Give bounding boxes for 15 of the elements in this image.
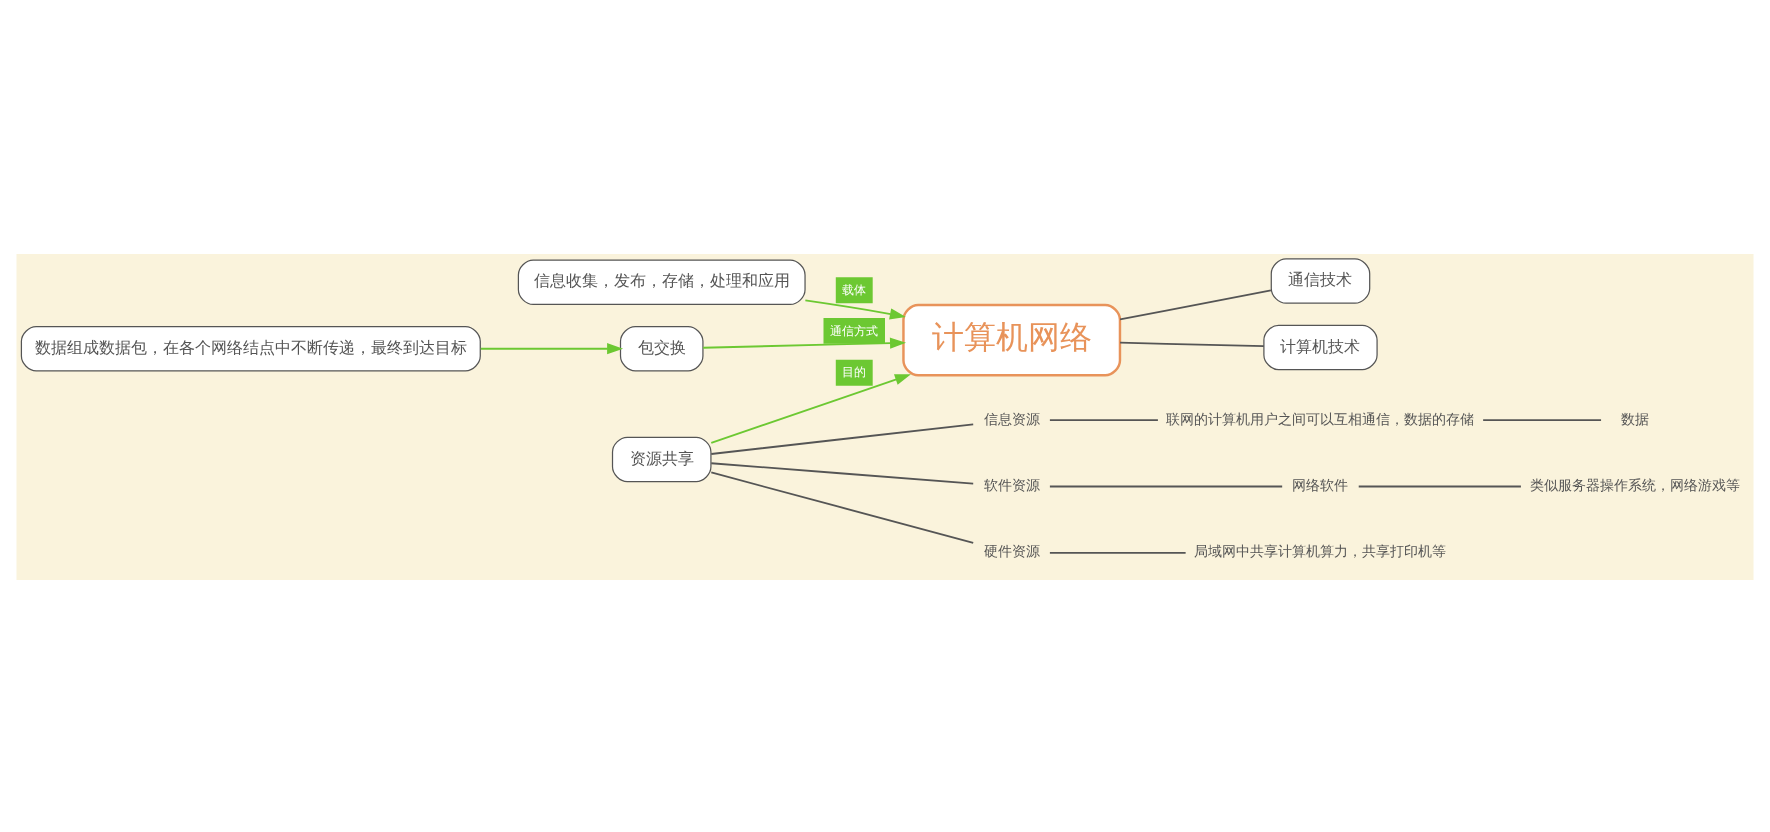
connector xyxy=(1119,288,1272,320)
arrow xyxy=(710,373,911,443)
connector xyxy=(1048,418,1159,420)
arrow xyxy=(804,298,906,319)
connector xyxy=(1048,551,1187,553)
connector xyxy=(710,422,975,454)
connector xyxy=(1482,418,1602,420)
connector xyxy=(710,461,975,484)
arrow xyxy=(479,342,624,354)
connector xyxy=(1048,484,1284,487)
arrow xyxy=(702,336,907,348)
node-box: 计算机网络 xyxy=(902,302,1122,376)
connector xyxy=(1357,484,1522,487)
connector xyxy=(1119,340,1265,347)
connector xyxy=(710,470,975,543)
